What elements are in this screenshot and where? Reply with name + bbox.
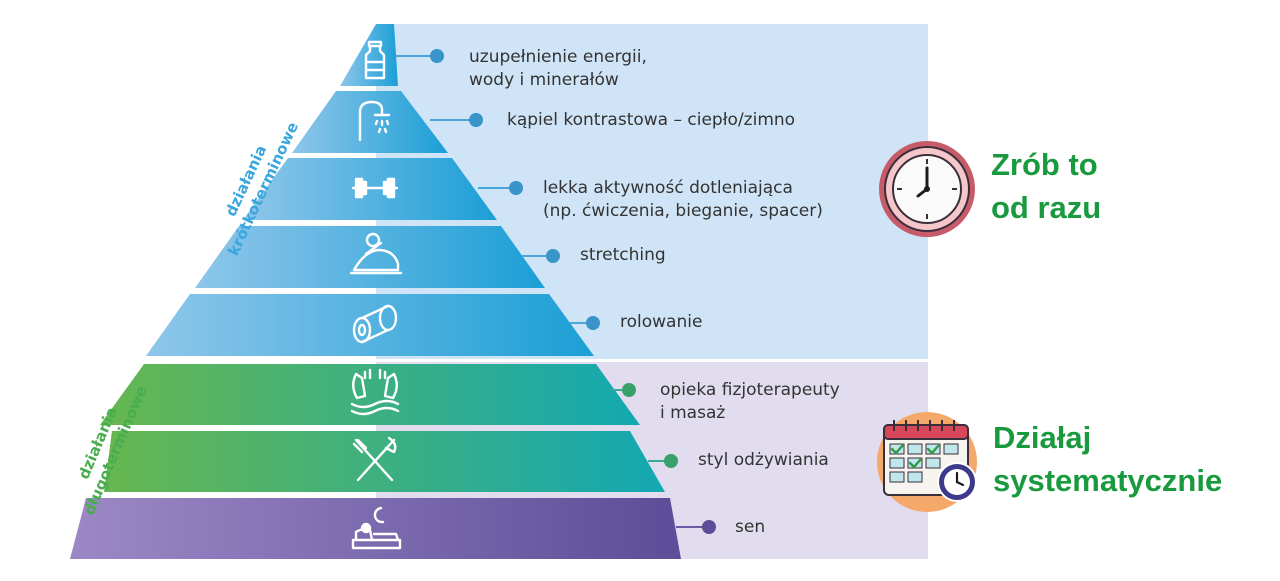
level-label-line: sen [735, 517, 766, 537]
level-label-light-activity: lekka aktywność dotleniająca (np. ćwicze… [543, 177, 823, 223]
sleeping-person-icon [351, 506, 402, 550]
level-label-rolling: rolowanie [620, 311, 702, 334]
level-label-line: rolowanie [620, 312, 703, 332]
cta-long-term-line2: systematycznie [993, 463, 1223, 498]
level-label-line: stretching [580, 245, 666, 265]
connector-dot [430, 49, 444, 63]
dumbbell-icon [351, 177, 399, 199]
calendar-clock-icon [877, 412, 977, 512]
cta-short-term-line1: Zrób to [991, 147, 1098, 182]
level-label-line: lekka aktywność dotleniająca [543, 178, 793, 198]
pyramid-band-2 [292, 91, 448, 153]
level-label-line: opieka fizjoterapeuty [660, 380, 840, 400]
level-label-nutrition: styl odżywiania [698, 449, 829, 472]
level-label-line: i masaż [660, 403, 726, 423]
shower-icon [358, 100, 391, 142]
level-label-energy: uzupełnienie energii, wody i minerałów [469, 46, 647, 92]
stretching-person-icon [349, 232, 403, 275]
pyramid-band-4 [195, 226, 545, 288]
level-label-line: uzupełnienie energii, [469, 47, 647, 67]
connector-dot [622, 383, 636, 397]
level-label-line: (np. ćwiczenia, bieganie, spacer) [543, 201, 823, 221]
connector-dot [664, 454, 678, 468]
fork-knife-icon [352, 436, 397, 482]
connector-dot [702, 520, 716, 534]
connector-dot [546, 249, 560, 263]
foam-roller-icon [352, 304, 398, 344]
level-label-line: styl odżywiania [698, 450, 829, 470]
water-bottle-icon [364, 40, 386, 80]
level-label-stretching: stretching [580, 244, 666, 267]
connectors [396, 49, 716, 534]
level-label-contrast-bath: kąpiel kontrastowa – ciepło/zimno [507, 109, 795, 132]
clock-icon [879, 141, 975, 237]
cta-long-term-line1: Działaj [993, 420, 1092, 455]
pyramid-band-7 [104, 431, 665, 492]
level-label-sleep: sen [735, 516, 765, 539]
cta-long-term: Działaj systematycznie [993, 416, 1222, 502]
level-label-physio: opieka fizjoterapeuty i masaż [660, 379, 840, 425]
massage-hands-icon [350, 368, 400, 416]
level-label-line: wody i minerałów [469, 70, 619, 90]
level-label-line: kąpiel kontrastowa – ciepło/zimno [507, 110, 796, 130]
cta-short-term-line2: od razu [991, 190, 1102, 225]
connector-dot [469, 113, 483, 127]
connector-dot [509, 181, 523, 195]
connector-dot [586, 316, 600, 330]
cta-short-term: Zrób to od razu [991, 143, 1101, 229]
pyramid-band-8 [70, 498, 681, 559]
pyramid-band-1 [340, 24, 398, 86]
pyramid-band-6 [100, 364, 640, 425]
